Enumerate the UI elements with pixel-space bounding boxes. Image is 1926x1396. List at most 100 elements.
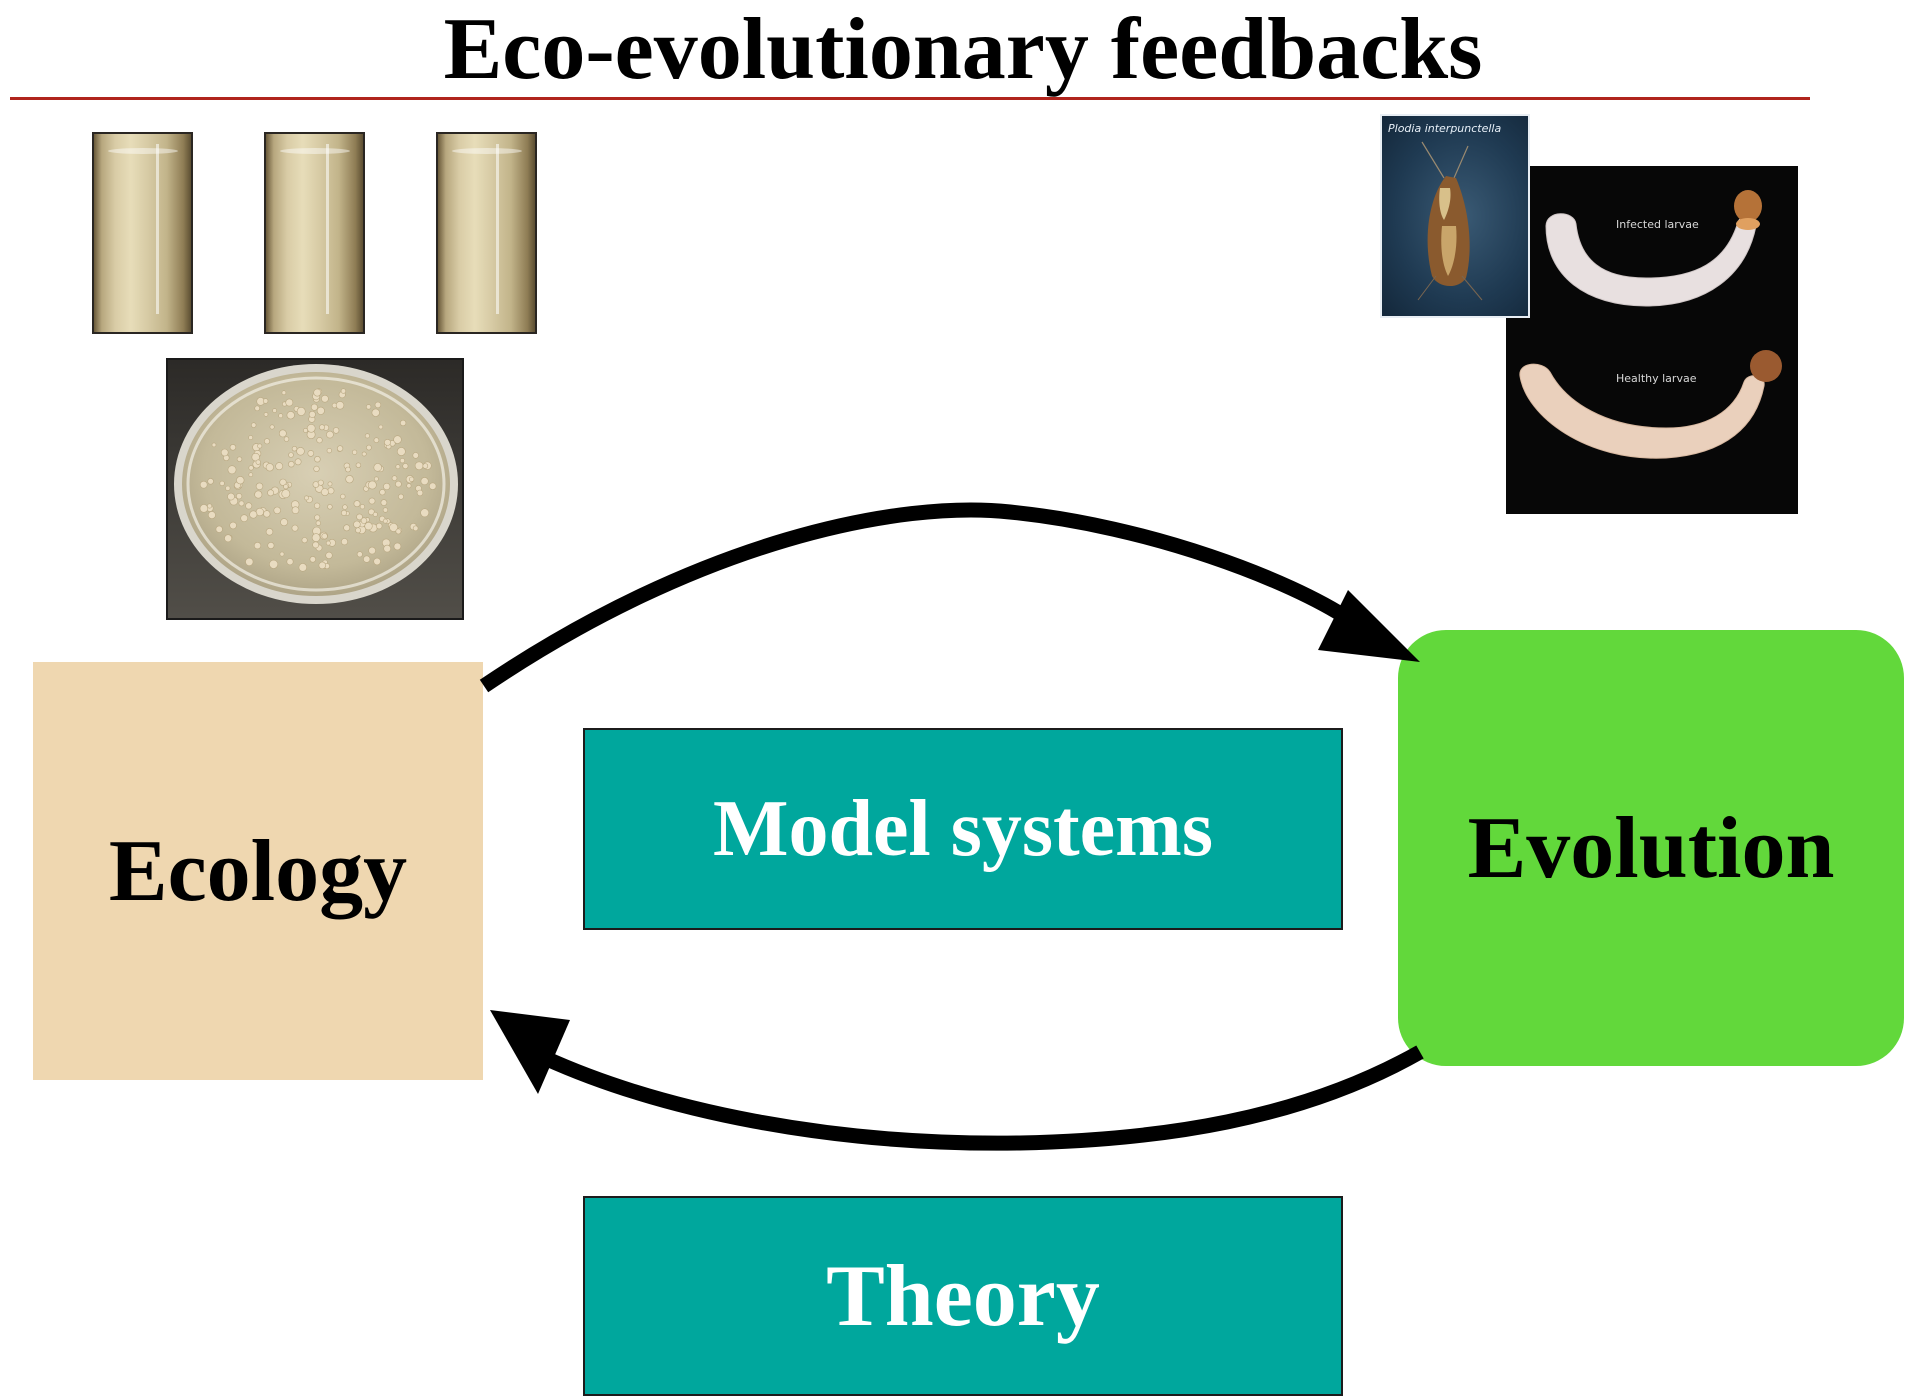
bacterial-colony [267, 489, 274, 497]
bacterial-colony [254, 490, 263, 499]
theory-box: Theory [583, 1196, 1343, 1396]
bacterial-colony [371, 408, 380, 417]
bacterial-colony [235, 493, 243, 500]
bacterial-colony [374, 401, 382, 409]
bacterial-colony [416, 489, 424, 497]
bacterial-colony [253, 542, 262, 550]
larvae-drawing [1519, 190, 1782, 459]
bacterial-colony [269, 559, 279, 569]
bacterial-colony [306, 424, 316, 433]
bacterial-colony [281, 489, 291, 499]
bacterial-colony [325, 551, 333, 559]
bacterial-colony [280, 518, 288, 527]
bacterial-colony [313, 388, 322, 397]
bacterial-colony [383, 482, 391, 491]
bacterial-colony [353, 520, 361, 529]
bacterial-colony [227, 492, 235, 501]
bacterial-colony [265, 528, 274, 536]
bacterial-colony [220, 448, 229, 457]
bacterial-colony [208, 511, 216, 519]
bacterial-colony [263, 510, 271, 518]
bacterial-colony [250, 422, 257, 428]
bacterial-colony [325, 540, 331, 546]
bacterial-colony [393, 435, 402, 444]
bacterial-colony [278, 413, 284, 419]
bacterial-colony [379, 489, 386, 496]
bacterial-colony [285, 398, 294, 407]
bacterial-colony [288, 460, 295, 468]
bacterial-colony [207, 478, 214, 485]
bacterial-colony [412, 525, 419, 532]
bacterial-colony [313, 465, 320, 472]
bacterial-colony [283, 436, 290, 442]
bacterial-colony [343, 524, 351, 532]
bacterial-colony [303, 428, 308, 433]
moth-photo-caption: Plodia interpunctella [1388, 122, 1502, 135]
bacterial-colony [304, 495, 309, 501]
bacterial-colony [367, 480, 377, 490]
bacterial-colony [359, 504, 365, 510]
bacterial-colony [382, 507, 388, 513]
bacterial-colony [236, 476, 245, 485]
ecology-to-evolution-arrow [479, 502, 1355, 693]
bacterial-colony [291, 524, 299, 532]
bacterial-colony [238, 500, 245, 507]
bacterial-colony [326, 430, 334, 439]
bacterial-colony [248, 465, 254, 471]
bacterial-colony [429, 482, 437, 490]
bacterial-colony [378, 424, 384, 430]
bacterial-colony [265, 463, 274, 472]
test-tube-image [264, 132, 365, 334]
bacterial-colony [356, 513, 363, 521]
evolution-box: Evolution [1398, 630, 1904, 1066]
bacterial-colony [368, 497, 376, 505]
arrowhead-to-ecology [490, 1010, 570, 1094]
bacterial-colony [283, 483, 289, 490]
bacterial-colony [383, 544, 391, 553]
bacterial-colony [380, 499, 388, 506]
bacterial-colony [248, 472, 254, 477]
bacterial-colony [255, 459, 261, 465]
bacterial-colony [319, 424, 325, 431]
bacterial-colony [340, 493, 346, 500]
bacterial-colony [262, 398, 269, 404]
bacterial-colony [314, 514, 321, 521]
bacterial-colony [279, 551, 285, 557]
bacterial-colony [298, 563, 308, 572]
bacterial-colony [307, 450, 315, 457]
bacterial-colony [353, 500, 361, 508]
bacterial-colony [254, 405, 260, 412]
moth-photo: Plodia interpunctella [1380, 114, 1530, 318]
bacterial-colony [364, 522, 373, 531]
bacterial-colony [400, 419, 407, 427]
bacterial-colony [393, 542, 402, 551]
bacterial-colony [291, 506, 300, 514]
bacterial-colony [224, 534, 232, 543]
bacterial-colony [363, 555, 371, 563]
bacterial-colony [402, 463, 409, 470]
bacterial-colony [286, 558, 294, 566]
bacterial-colony [199, 504, 209, 513]
bacterial-colony [215, 525, 223, 533]
bacterial-colony [355, 462, 362, 468]
bacterial-colony [366, 404, 372, 410]
bacterial-colony [412, 452, 419, 459]
bacterial-colony [373, 463, 382, 472]
bacterial-colony [321, 533, 328, 540]
bacterial-colony [406, 483, 412, 489]
bacterial-colony [316, 406, 325, 415]
bacterial-colony [227, 465, 237, 475]
bacterial-colony [211, 442, 217, 448]
bacterial-colony [366, 444, 372, 451]
bacterial-colony [382, 518, 388, 524]
bacterial-colony [384, 439, 391, 446]
bacterial-colony [332, 427, 340, 434]
evolution-to-ecology-arrow [541, 1045, 1424, 1151]
bacterial-colony [341, 509, 348, 516]
bacterial-colony [309, 556, 317, 563]
bacterial-colony [310, 403, 318, 411]
bacterial-colony [373, 437, 380, 443]
bacterial-colony [278, 429, 287, 438]
bacterial-colony [420, 477, 429, 486]
infected-larvae-label: Infected larvae [1616, 218, 1699, 231]
